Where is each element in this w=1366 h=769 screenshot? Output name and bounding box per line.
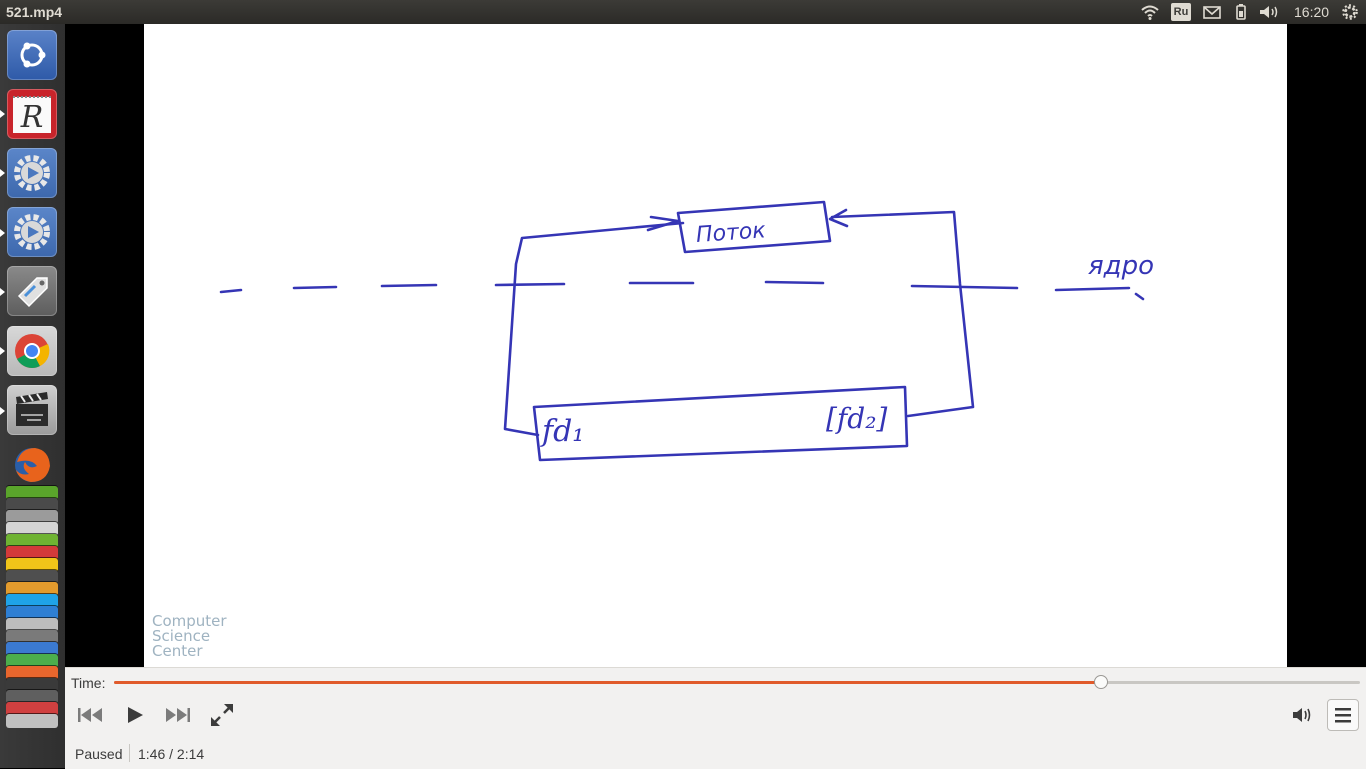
kernel-label: ядро: [1088, 251, 1154, 281]
ubuntu-dash-button[interactable]: [7, 30, 57, 80]
stacked-app-1[interactable]: [6, 486, 58, 500]
whiteboard-diagram: Поток fd₁ [fd₂] ядро: [219, 200, 1154, 462]
firefox-icon: [15, 448, 50, 482]
svg-text:R: R: [20, 100, 44, 135]
bottom-left-label: fd₁: [540, 414, 584, 449]
skip-back-icon: [78, 708, 102, 722]
hamburger-menu-icon: [1335, 708, 1351, 723]
seek-bar[interactable]: [114, 675, 1360, 689]
player-controls: Time:: [65, 667, 1366, 769]
tag-icon: [17, 277, 48, 308]
mail-icon[interactable]: [1202, 3, 1222, 21]
watermark-logo: Computer Science Center: [152, 612, 227, 660]
video-area[interactable]: Поток fd₁ [fd₂] ядро Computer Science Ce…: [65, 24, 1366, 667]
window-title: 521.mp4: [6, 4, 63, 20]
seek-bar-handle[interactable]: [1093, 675, 1108, 689]
stacked-terminal[interactable]: [6, 498, 58, 512]
top-box: [676, 200, 832, 254]
speaker-icon: [1293, 708, 1311, 722]
tag-launcher[interactable]: [7, 266, 57, 316]
stacked-app-16[interactable]: [6, 666, 58, 680]
rstudio-icon: R: [13, 96, 51, 135]
clock[interactable]: 16:20: [1294, 4, 1330, 20]
right-connector: [830, 210, 975, 418]
next-button[interactable]: [163, 700, 193, 730]
stacked-skype[interactable]: [6, 594, 58, 608]
stacked-app-8[interactable]: [6, 570, 58, 584]
fullscreen-icon: [211, 704, 233, 726]
settings-launcher-1[interactable]: [7, 148, 57, 198]
stacked-app-5[interactable]: [6, 534, 58, 548]
top-box-label: Поток: [695, 218, 767, 248]
bottom-box: [532, 385, 909, 462]
stacked-app-13[interactable]: [6, 630, 58, 644]
wifi-icon[interactable]: [1140, 3, 1160, 21]
bottom-right-label: [fd₂]: [826, 402, 887, 435]
keyboard-layout-indicator[interactable]: Ru: [1171, 3, 1191, 21]
stacked-trash[interactable]: [6, 714, 58, 728]
menu-button[interactable]: [1327, 699, 1359, 731]
seek-bar-fill: [114, 681, 1100, 684]
battery-icon[interactable]: [1234, 3, 1248, 21]
chrome-launcher[interactable]: [7, 326, 57, 376]
play-icon: [128, 707, 143, 723]
skip-forward-icon: [166, 708, 190, 722]
fullscreen-button[interactable]: [207, 700, 237, 730]
settings-launcher-2[interactable]: [7, 207, 57, 257]
stacked-app-14[interactable]: [6, 642, 58, 656]
ubuntu-logo-icon: [20, 42, 46, 68]
play-button[interactable]: [120, 700, 150, 730]
launcher: R: [0, 24, 65, 768]
previous-button[interactable]: [75, 700, 105, 730]
stacked-app-6[interactable]: [6, 546, 58, 560]
right-arrowhead: [828, 208, 849, 228]
stacked-app-9[interactable]: [6, 582, 58, 596]
session-gear-icon[interactable]: [1340, 3, 1360, 21]
stacked-app-12[interactable]: [6, 618, 58, 632]
volume-button[interactable]: [1287, 700, 1317, 730]
clapperboard-icon: [16, 392, 48, 426]
dashed-line: [219, 280, 1131, 294]
top-panel: 521.mp4 Ru 16:20: [0, 0, 1366, 24]
playback-status: Paused: [75, 746, 123, 762]
playback-position: 1:46 / 2:14: [138, 746, 205, 762]
gear-play-icon: [14, 155, 50, 191]
stacked-app-11[interactable]: [6, 606, 58, 620]
stacked-app-19[interactable]: [6, 702, 58, 716]
stacked-app-17[interactable]: [6, 678, 58, 692]
left-arrowhead: [646, 215, 680, 232]
status-divider: [129, 744, 130, 762]
video-frame: Поток fd₁ [fd₂] ядро Computer Science Ce…: [144, 24, 1287, 667]
chrome-icon: [15, 334, 50, 368]
firefox-launcher[interactable]: [7, 440, 57, 490]
stacked-app-4[interactable]: [6, 522, 58, 536]
stacked-app-3[interactable]: [6, 510, 58, 524]
rstudio-launcher[interactable]: R: [7, 89, 57, 139]
volume-icon[interactable]: [1258, 3, 1280, 21]
stacked-app-18[interactable]: [6, 690, 58, 704]
videos-launcher[interactable]: [7, 385, 57, 435]
gear-play-icon: [14, 214, 50, 250]
left-connector: [503, 221, 685, 437]
time-label: Time:: [71, 675, 106, 691]
stacked-app-7[interactable]: [6, 558, 58, 572]
stacked-app-15[interactable]: [6, 654, 58, 668]
